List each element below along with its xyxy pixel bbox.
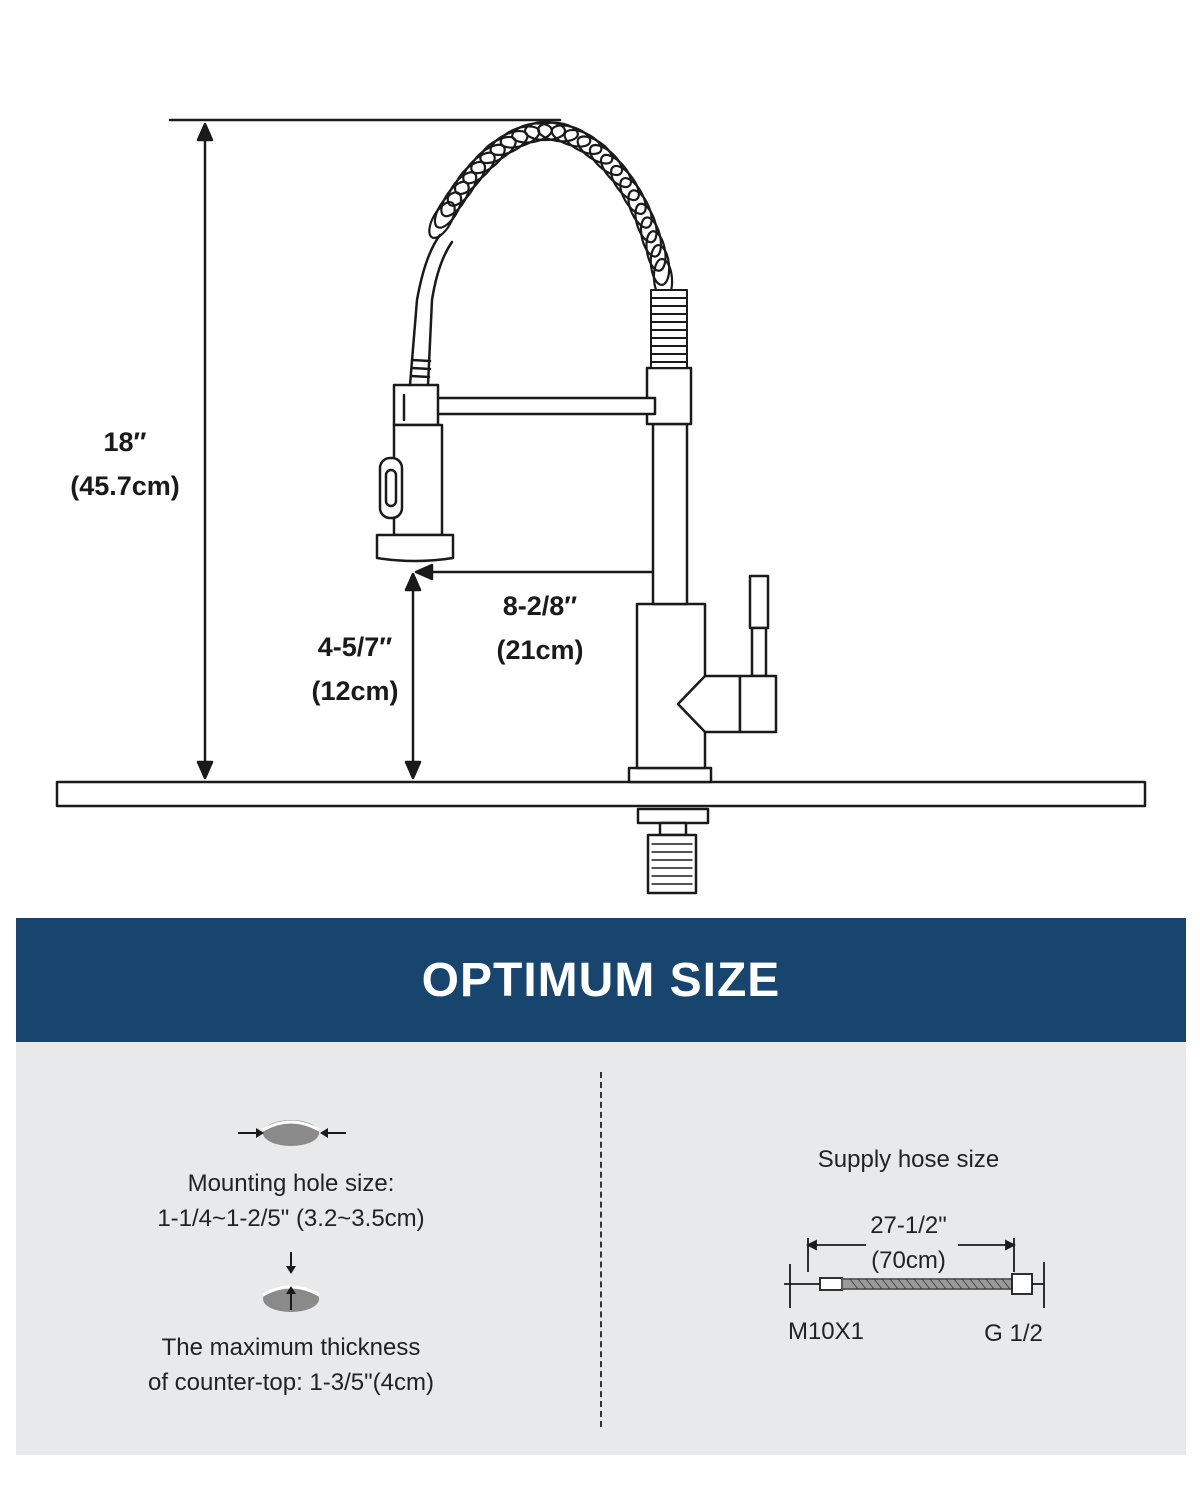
optimum-size-banner: OPTIMUM SIZE — [16, 918, 1186, 1042]
clearance-inches: 4-5/7″ — [317, 632, 393, 662]
height-dimension-arrow — [196, 122, 214, 780]
mounting-hole-text: Mounting hole size: 1-1/4~1-2/5" (3.2~3.… — [111, 1166, 471, 1236]
banner-title: OPTIMUM SIZE — [421, 953, 781, 1007]
info-panel: Mounting hole size: 1-1/4~1-2/5" (3.2~3.… — [16, 1042, 1186, 1455]
holder-arm — [433, 396, 657, 416]
countertop-thickness-text: The maximum thickness of counter-top: 1-… — [111, 1330, 471, 1400]
sprayer-head — [375, 383, 455, 563]
clearance-dimension-arrow — [404, 572, 422, 780]
countertop — [55, 780, 1147, 808]
clearance-cm: (12cm) — [311, 676, 399, 706]
height-cm: (45.7cm) — [70, 471, 180, 501]
hose-end-a-label: M10X1 — [787, 1318, 865, 1345]
coil-spring — [428, 120, 674, 301]
reach-dimension-label: 8-2/8″ (21cm) — [470, 584, 610, 672]
faucet-body — [635, 602, 742, 770]
supply-hose-drawing — [784, 1238, 1045, 1308]
faucet-handle — [738, 574, 778, 734]
countertop-thickness-icon — [262, 1252, 320, 1312]
hose-length-inches: 27-1/2" — [870, 1212, 947, 1239]
clearance-dimension-label: 4-5/7″ (12cm) — [290, 625, 420, 713]
thickness-line-2: of counter-top: 1-3/5"(4cm) — [148, 1369, 434, 1396]
hose-end-b-label: G 1/2 — [984, 1320, 1043, 1347]
supply-hose-title: Supply hose size — [817, 1146, 1000, 1173]
reach-inches: 8-2/8″ — [502, 591, 578, 621]
supply-hose-length: 27-1/2" (70cm) — [836, 1208, 981, 1278]
mounting-hole-value: 1-1/4~1-2/5" (3.2~3.5cm) — [157, 1205, 425, 1232]
spring-base — [650, 289, 688, 369]
faucet-diagram — [55, 118, 1147, 895]
thickness-line-1: The maximum thickness — [161, 1334, 421, 1361]
reach-cm: (21cm) — [496, 635, 584, 665]
mounting-hole-label: Mounting hole size: — [187, 1170, 395, 1197]
mounting-hole-icon — [238, 1120, 346, 1146]
height-inches: 18″ — [103, 427, 147, 457]
mounting-base — [627, 766, 713, 784]
pull-down-hose — [408, 233, 454, 387]
height-dimension-label: 18″ (45.7cm) — [50, 420, 200, 508]
panel-divider — [600, 1072, 602, 1427]
mounting-shank — [636, 807, 710, 895]
hose-length-cm: (70cm) — [871, 1247, 946, 1274]
